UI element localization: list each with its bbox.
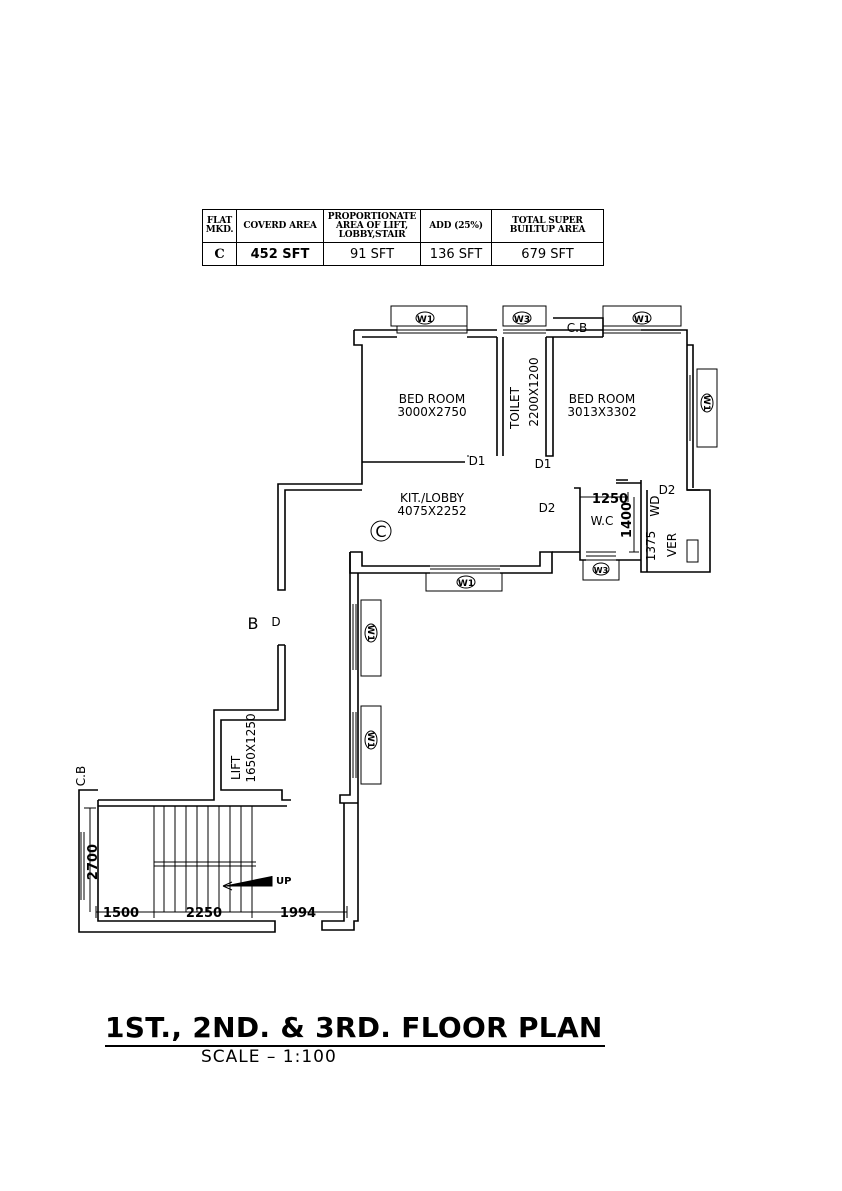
cell-proportionate-area: 91 SFT	[323, 242, 421, 266]
area-table-header-row: FLAT MKD. COVERD AREA PROPORTIONATE AREA…	[202, 209, 604, 243]
cb-label-left: C.B	[74, 766, 88, 786]
header-flat-mkd: FLAT MKD.	[202, 209, 237, 243]
door-d1-b: D1	[535, 457, 552, 471]
plan-title: 1ST., 2ND. & 3RD. FLOOR PLAN	[105, 1011, 605, 1047]
wd-label: WD	[648, 495, 662, 516]
dim-wc-width: 1250	[592, 492, 628, 507]
window-sill	[503, 329, 546, 334]
corridor-right-wall	[321, 552, 359, 931]
window-tags: W1 W3 W1 W1 W1 W3 W1 W1	[364, 311, 714, 750]
toilet-size: 2200X1200	[527, 357, 541, 426]
dim-ver-width: 1375	[644, 531, 658, 562]
wc-walls	[552, 479, 647, 573]
door-d1-a: D1	[469, 454, 486, 468]
ver-fixture	[686, 539, 699, 563]
window-tag: W1	[701, 395, 711, 411]
flat-c-circle	[370, 520, 392, 542]
window-tag: W3	[514, 315, 530, 325]
window-tag: W3	[594, 566, 608, 575]
dim-stair-3: 1994	[280, 906, 316, 921]
kitchen-lower-wall	[349, 551, 553, 574]
kitchen-name: KIT./LOBBY	[400, 491, 465, 505]
lift-name: LIFT	[229, 755, 243, 780]
window-frame	[602, 305, 682, 327]
dim-stair-1: 1500	[103, 906, 139, 921]
window-frame	[696, 368, 718, 448]
area-table-row: C 452 SFT 91 SFT 136 SFT 679 SFT	[202, 242, 604, 266]
stair-treads	[153, 806, 273, 912]
up-arrow	[222, 876, 273, 891]
door-d2-b: D2	[659, 483, 676, 497]
cell-covered-area: 452 SFT	[236, 242, 324, 266]
bedroom2-name: BED ROOM	[569, 392, 635, 406]
window-tag: W1	[365, 625, 375, 641]
bedroom1-wall	[277, 337, 504, 591]
up-label: UP	[276, 876, 291, 887]
window-sill	[430, 565, 500, 570]
dimension-lines	[84, 492, 639, 918]
window-frame	[502, 305, 547, 327]
cell-flat: C	[202, 242, 237, 266]
plan-scale: SCALE – 1:100	[201, 1047, 337, 1067]
header-add-25: ADD (25%)	[420, 209, 492, 243]
window-sill	[603, 329, 681, 334]
window-tag: W1	[365, 732, 375, 748]
window-frame	[360, 599, 382, 677]
header-proportionate-area: PROPORTIONATE AREA OF LIFT, LOBBY,STAIR	[323, 209, 421, 243]
window-frame	[425, 572, 503, 592]
ver-label: VER	[665, 533, 679, 557]
bedroom1-name: BED ROOM	[399, 392, 465, 406]
toilet-name: TOILET	[508, 386, 522, 430]
dim-stair-height: 2700	[86, 844, 101, 880]
area-table: FLAT MKD. COVERD AREA PROPORTIONATE AREA…	[202, 209, 604, 266]
dim-stair-2: 2250	[186, 906, 222, 921]
bedroom2-size: 3013X3302	[567, 405, 636, 419]
cell-add: 136 SFT	[420, 242, 492, 266]
lift-size: 1650X1250	[244, 713, 258, 782]
stair-enclosure	[78, 789, 287, 933]
window-sill	[396, 326, 468, 334]
header-total-super-builtup: TOTAL SUPER BUILTUP AREA	[491, 209, 604, 243]
flat-c-label: C	[375, 522, 386, 541]
window-tag: W1	[634, 315, 650, 325]
door-d: D	[271, 615, 280, 629]
window-tag: W1	[417, 315, 433, 325]
room-labels: BED ROOM 3000X2750 BED ROOM 3013X3302 TO…	[229, 357, 679, 782]
outer-wall	[353, 329, 711, 573]
window-frame	[390, 305, 468, 327]
window-frame	[360, 705, 382, 785]
cb-label-top: C.B	[567, 321, 587, 335]
block-b-label: B	[248, 614, 259, 633]
toilet-wall	[545, 336, 603, 457]
window-sill	[586, 551, 616, 557]
dim-wc-height: 1400	[620, 502, 635, 538]
dimension-texts: 1250 1400 1375 2700 1500 2250 1994	[86, 492, 658, 921]
wc-name: W.C	[591, 514, 614, 528]
window-sill	[80, 832, 85, 900]
misc-labels: C.B C.B D1 D1 D2 D2 D B C UP	[74, 321, 675, 887]
window-sill	[352, 604, 357, 670]
window-sill	[689, 375, 694, 441]
window-frame	[582, 559, 620, 581]
corridor-wall	[98, 644, 291, 801]
bedroom1-size: 3000X2750	[397, 405, 466, 419]
window-sill	[352, 712, 357, 778]
door-d2-a: D2	[539, 501, 556, 515]
cell-total: 679 SFT	[491, 242, 604, 266]
kitchen-size: 4075X2252	[397, 504, 466, 518]
window-tag: W1	[458, 579, 474, 589]
